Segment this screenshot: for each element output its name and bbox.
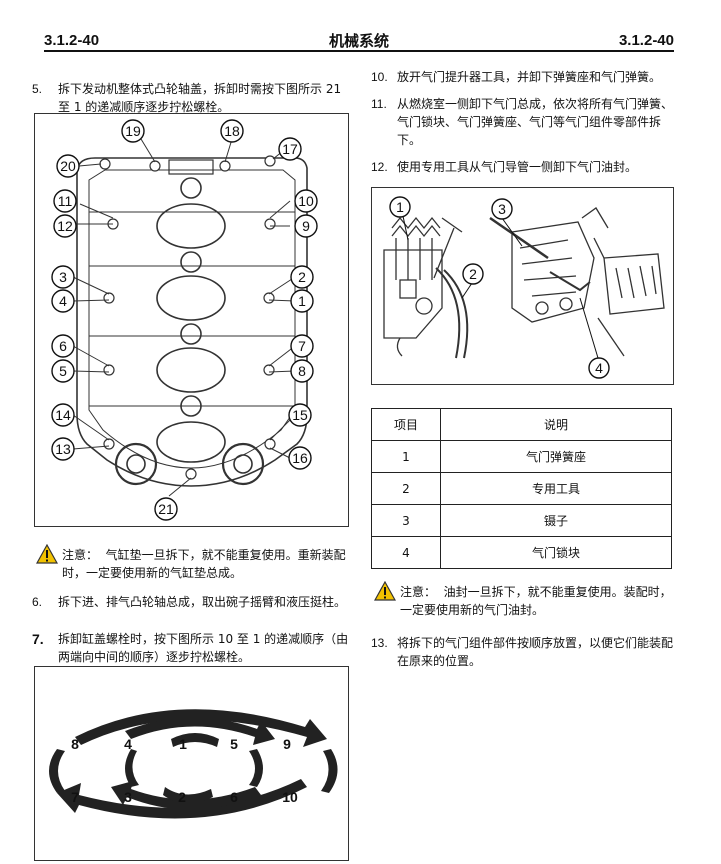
item-cell: 3 <box>371 504 441 537</box>
bolt-label-4: 4 <box>59 293 67 309</box>
head-bolt-label-10: 10 <box>282 789 298 805</box>
cam-cover-bolt-sequence-figure: 1 2 3 4 5 6 7 8 9 10 11 12 13 14 15 16 1… <box>34 113 349 527</box>
step-13: 13. 将拆下的气门组件部件按顺序放置，以便它们能装配在原来的位置。 <box>371 634 679 670</box>
bolt-label-14: 14 <box>55 407 71 423</box>
callout-2: 2 <box>469 266 477 282</box>
head-bolt-arrows-drawing: 1 2 3 4 5 6 7 8 9 10 <box>49 709 338 819</box>
head-bolt-label-8: 8 <box>71 736 79 752</box>
table-row: 4 气门锁块 <box>371 536 672 569</box>
cam-cover-drawing: 1 2 3 4 5 6 7 8 9 10 11 12 13 14 15 16 1… <box>51 119 318 521</box>
table-row: 1 气门弹簧座 <box>371 440 672 473</box>
bolt-label-10: 10 <box>298 193 314 209</box>
step-11: 11. 从燃烧室一侧卸下气门总成，依次将所有气门弹簧、气门锁块、气门弹簧座、气门… <box>371 95 679 149</box>
step-text: 将拆下的气门组件部件按顺序放置，以便它们能装配在原来的位置。 <box>397 636 674 668</box>
bolt-label-13: 13 <box>55 441 71 457</box>
section-number-left: 3.1.2-40 <box>44 32 100 49</box>
step-number: 12. <box>371 160 388 174</box>
head-bolt-label-7: 7 <box>71 789 79 805</box>
step-10: 10. 放开气门提升器工具，并卸下弹簧座和气门弹簧。 <box>371 68 679 86</box>
bolt-label-18: 18 <box>224 123 240 139</box>
header-rule <box>44 50 674 52</box>
head-bolt-label-5: 5 <box>230 736 238 752</box>
note-text: 油封一旦拆下，就不能重复使用。装配时，一定要使用新的气门油封。 <box>400 585 672 617</box>
callout-1: 1 <box>396 199 404 215</box>
head-bolt-label-3: 3 <box>124 789 132 805</box>
bolt-label-2: 2 <box>298 269 306 285</box>
note-label: 注意： <box>62 548 99 562</box>
bolt-label-19: 19 <box>125 123 141 139</box>
callout-4: 4 <box>595 360 603 376</box>
note-label: 注意： <box>400 585 437 599</box>
step-text: 拆卸缸盖螺栓时，按下图所示 10 至 1 的递减顺序（由两端向中间的顺序）逐步拧… <box>58 632 349 664</box>
head-bolt-label-1: 1 <box>179 736 187 752</box>
bolt-label-21: 21 <box>158 501 174 517</box>
bolt-label-1: 1 <box>298 293 306 309</box>
step-number: 13. <box>371 636 388 650</box>
caution-note-oil-seal: 注意： 油封一旦拆下，就不能重复使用。装配时，一定要使用新的气门油封。 <box>374 581 682 619</box>
table-header-row: 项目 说明 <box>371 408 672 441</box>
table-row: 3 镊子 <box>371 504 672 537</box>
bolt-label-5: 5 <box>59 363 67 379</box>
step-text: 使用专用工具从气门导管一侧卸下气门油封。 <box>397 160 638 174</box>
bolt-label-6: 6 <box>59 338 67 354</box>
section-number-right: 3.1.2-40 <box>618 32 674 49</box>
cylinder-head-bolt-sequence-figure: 1 2 3 4 5 6 7 8 9 10 <box>34 666 349 861</box>
warning-icon <box>374 581 396 601</box>
description-cell: 镊子 <box>440 504 672 537</box>
bolt-label-7: 7 <box>298 338 306 354</box>
step-number: 5. <box>32 82 43 96</box>
step-text: 放开气门提升器工具，并卸下弹簧座和气门弹簧。 <box>397 70 662 84</box>
item-cell: 2 <box>371 472 441 505</box>
callout-3: 3 <box>498 201 506 217</box>
step-number: 10. <box>371 70 388 84</box>
step-text: 拆下进、排气凸轮轴总成，取出碗子摇臂和液压挺柱。 <box>58 595 347 609</box>
bolt-label-17: 17 <box>282 141 298 157</box>
bolt-label-16: 16 <box>292 450 308 466</box>
step-5: 5. 拆下发动机整体式凸轮轴盖，拆卸时需按下图所示 21 至 1 的递减顺序逐步… <box>32 80 350 116</box>
head-bolt-label-9: 9 <box>283 736 291 752</box>
column-header-item: 项目 <box>371 408 441 441</box>
warning-icon <box>36 544 58 564</box>
bolt-label-3: 3 <box>59 269 67 285</box>
bolt-label-11: 11 <box>58 193 73 209</box>
step-6: 6. 拆下进、排气凸轮轴总成，取出碗子摇臂和液压挺柱。 <box>32 593 350 611</box>
head-bolt-label-2: 2 <box>178 789 186 805</box>
valve-removal-figure: 1 2 3 4 <box>371 187 674 385</box>
caution-note-gasket: 注意： 气缸垫一旦拆下，就不能重复使用。重新装配时，一定要使用新的气缸垫总成。 <box>36 544 348 582</box>
parts-table: 项目 说明 1 气门弹簧座 2 专用工具 3 镊子 4 气门锁块 <box>371 408 672 569</box>
step-7: 7. 拆卸缸盖螺栓时，按下图所示 10 至 1 的递减顺序（由两端向中间的顺序）… <box>32 630 350 666</box>
step-number: 7. <box>32 631 44 647</box>
description-cell: 专用工具 <box>440 472 672 505</box>
step-text: 从燃烧室一侧卸下气门总成，依次将所有气门弹簧、气门锁块、气门弹簧座、气门等气门组… <box>397 97 674 147</box>
note-text: 气缸垫一旦拆下，就不能重复使用。重新装配时，一定要使用新的气缸垫总成。 <box>62 548 346 580</box>
step-12: 12. 使用专用工具从气门导管一侧卸下气门油封。 <box>371 158 679 176</box>
column-header-description: 说明 <box>440 408 672 441</box>
head-bolt-label-4: 4 <box>124 736 132 752</box>
description-cell: 气门弹簧座 <box>440 440 672 473</box>
head-bolt-label-6: 6 <box>230 789 238 805</box>
step-text: 拆下发动机整体式凸轮轴盖，拆卸时需按下图所示 21 至 1 的递减顺序逐步拧松螺… <box>58 82 342 114</box>
page-header: 3.1.2-40 机械系统 3.1.2-40 <box>44 28 674 52</box>
step-number: 11. <box>371 97 387 111</box>
bolt-label-12: 12 <box>57 218 73 234</box>
item-cell: 4 <box>371 536 441 569</box>
step-number: 6. <box>32 595 43 609</box>
valve-tools-drawing: 1 2 3 4 <box>383 196 665 379</box>
bolt-label-20: 20 <box>60 158 76 174</box>
page-title: 机械系统 <box>328 32 389 50</box>
item-cell: 1 <box>371 440 441 473</box>
bolt-label-8: 8 <box>298 363 306 379</box>
bolt-label-15: 15 <box>292 407 308 423</box>
description-cell: 气门锁块 <box>440 536 672 569</box>
table-row: 2 专用工具 <box>371 472 672 505</box>
bolt-label-9: 9 <box>302 218 310 234</box>
